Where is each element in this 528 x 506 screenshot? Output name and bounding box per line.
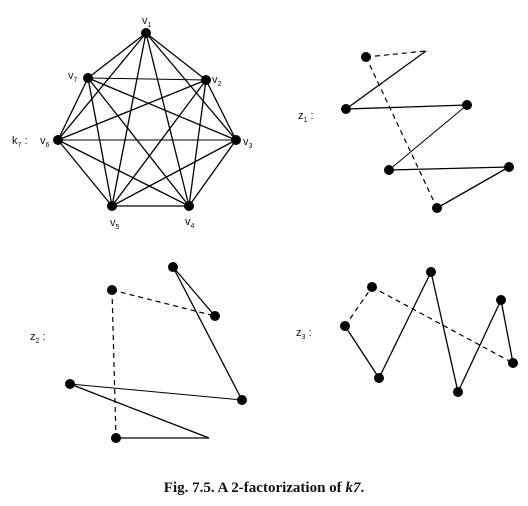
vertex-label-v5: v5	[110, 217, 120, 231]
factor-vertex	[374, 373, 384, 383]
solid-edge	[500, 299, 514, 364]
factor-label-z3: z3 :	[296, 327, 312, 341]
k7-edge	[188, 79, 207, 207]
vertex-label-v4: v4	[185, 216, 195, 230]
figure-caption: Fig. 7.5. A 2-factorization of k7.	[0, 480, 528, 497]
factor-vertex	[65, 379, 75, 389]
solid-edge	[436, 166, 510, 209]
vertex-label-v3: v3	[243, 136, 253, 150]
dashed-edge	[111, 289, 216, 317]
dashed-edge	[365, 50, 427, 58]
factor-vertex	[340, 321, 350, 331]
solid-edge	[172, 266, 216, 317]
k7-vertex-labels: v1 v2 v3 v4 v5 v6 v7 k7 :	[12, 15, 253, 231]
factor-vertex	[462, 100, 472, 110]
factor-vertex	[508, 358, 518, 368]
k7-edge	[87, 32, 147, 79]
factor-vertex	[496, 295, 506, 305]
factor-vertex	[453, 387, 463, 397]
k7-edge	[57, 139, 190, 207]
vertex-v6	[53, 135, 63, 145]
solid-edge	[344, 325, 380, 379]
k7-edge	[111, 79, 207, 207]
factor-z3: z3 :	[296, 267, 518, 397]
k7-edge	[57, 139, 113, 207]
k7-edge	[87, 77, 237, 141]
k7-edge	[87, 77, 190, 207]
solid-edge	[69, 383, 210, 439]
vertex-label-v7: v7	[68, 70, 78, 84]
factor-vertex	[107, 285, 117, 295]
k7-edge	[57, 77, 89, 141]
vertex-v1	[141, 28, 151, 38]
vertex-label-v2: v2	[212, 74, 222, 88]
factor-vertex	[111, 433, 121, 443]
caption-math: k7	[345, 480, 361, 496]
k7-edge	[111, 139, 237, 207]
factor-vertex	[426, 267, 436, 277]
factor-vertex	[237, 395, 247, 405]
k7-edges	[57, 32, 237, 207]
solid-edge	[172, 266, 243, 401]
factor-vertex	[367, 282, 377, 292]
dashed-edge	[344, 286, 373, 327]
factor-z1: z1 :	[298, 50, 514, 213]
k7-edge	[111, 32, 147, 207]
factor-vertex	[361, 52, 371, 62]
k7-edge	[188, 139, 237, 207]
solid-edge	[430, 271, 459, 393]
factor-z2: z2 :	[30, 262, 247, 443]
factor-vertex	[341, 104, 351, 114]
k7-vertices	[53, 28, 241, 211]
solid-edge	[378, 271, 432, 379]
factor-vertex	[504, 162, 514, 172]
solid-edge	[345, 104, 468, 110]
k7-edge	[57, 32, 147, 141]
factor-label-z1: z1 :	[298, 110, 314, 124]
k7-edge	[205, 79, 237, 141]
solid-edge	[388, 166, 510, 171]
vertex-v7	[83, 73, 93, 83]
dashed-edge	[365, 56, 438, 209]
solid-edge	[457, 299, 502, 393]
caption-suffix: .	[360, 480, 365, 496]
k7-edge	[145, 32, 207, 81]
k7-edge	[87, 77, 113, 207]
k7-edge	[145, 32, 190, 207]
factor-vertex	[384, 165, 394, 175]
vertex-v3	[231, 135, 241, 145]
vertex-v2	[201, 75, 211, 85]
solid-edge	[388, 104, 468, 171]
caption-prefix: Fig. 7.5. A 2-factorization of	[163, 480, 346, 496]
vertex-v4	[184, 201, 194, 211]
vertex-v5	[107, 201, 117, 211]
k7-graph: v1 v2 v3 v4 v5 v6 v7 k7 :	[12, 15, 253, 231]
dashed-edge	[111, 289, 117, 439]
factor-vertex	[210, 311, 220, 321]
k7-edge	[57, 79, 207, 141]
vertex-label-v1: v1	[142, 15, 152, 29]
k7-title: k7 :	[12, 135, 28, 149]
factor-label-z2: z2 :	[30, 331, 46, 345]
k7-edge	[87, 77, 207, 81]
solid-edge	[345, 50, 427, 110]
solid-edge	[69, 383, 243, 401]
vertex-label-v6: v6	[40, 135, 50, 149]
factor-vertex	[168, 262, 178, 272]
factor-vertex	[432, 203, 442, 213]
